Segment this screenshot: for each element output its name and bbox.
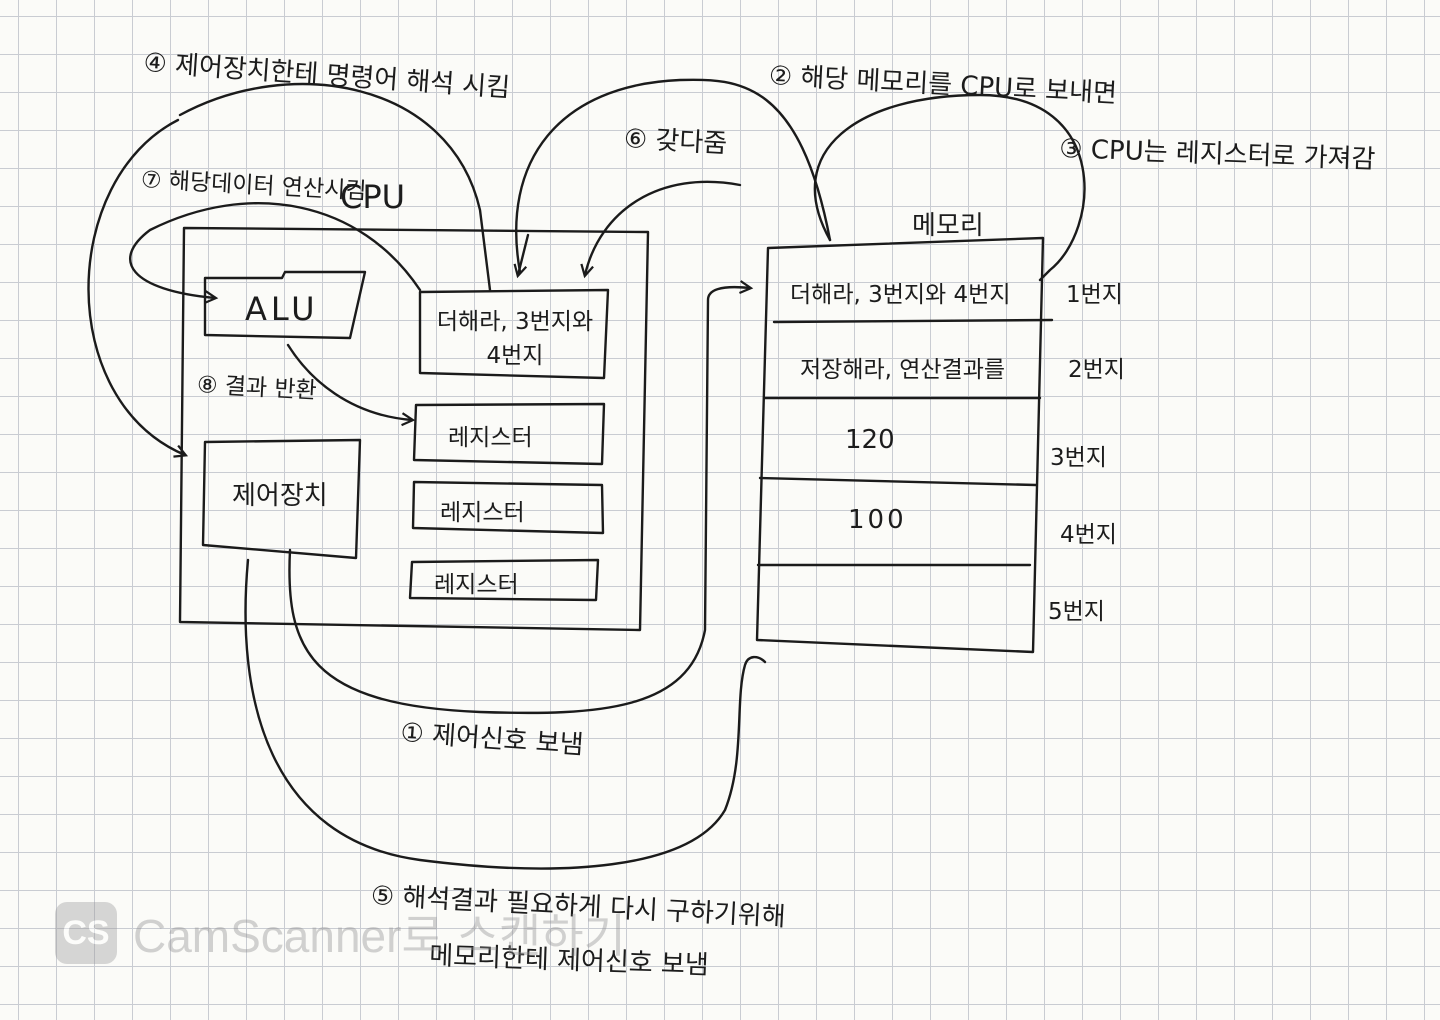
register-1-label: 더해라, 3번지와 4번지: [436, 309, 594, 369]
register-box-1: [418, 288, 610, 380]
arrow-step7: [129, 202, 422, 305]
arrow-step1: [288, 280, 754, 715]
memory-box: [755, 236, 1045, 654]
camscanner-watermark-text: CamScanner로 스캔하기: [133, 910, 626, 962]
register-3-label: 레지스터: [440, 500, 525, 526]
arrow-step2-head: [515, 78, 832, 274]
control-unit-label: 제어장치: [232, 481, 328, 511]
camscanner-logo-icon: CS: [55, 902, 117, 964]
memory-address-1: 1번지: [1066, 282, 1123, 308]
alu-label: ALU: [245, 290, 319, 328]
step8-annotation: ⑧ 결과 반환: [196, 371, 318, 405]
cpu-title: CPU: [340, 178, 406, 216]
register-4-label: 레지스터: [434, 572, 519, 598]
memory-cell-1-content: 더해라, 3번지와 4번지: [790, 282, 1011, 308]
memory-cell-2-content: 저장해라, 연산결과를: [800, 357, 1006, 383]
register-box-3: [411, 480, 605, 535]
memory-divider-1: [772, 318, 1054, 324]
register-box-2: [412, 402, 606, 466]
arrow-step5: [244, 558, 767, 870]
cpu-box: [178, 226, 650, 632]
arrow-step8: [286, 343, 416, 427]
memory-address-5: 5번지: [1048, 599, 1105, 625]
memory-address-3: 3번지: [1050, 445, 1107, 471]
memory-divider-3: [758, 476, 1038, 487]
alu-box: [203, 270, 367, 340]
arrow-step4-to-control: [87, 118, 189, 458]
memory-address-2: 2번지: [1068, 357, 1125, 383]
memory-address-4: 4번지: [1060, 522, 1117, 548]
register-box-4: [408, 558, 600, 602]
memory-cell-3-content: 120: [845, 425, 895, 455]
register-2-label: 레지스터: [448, 425, 533, 451]
step6-annotation: ⑥ 갖다줌: [623, 123, 728, 160]
arrow-step6: [580, 180, 742, 279]
memory-cell-4-content: 100: [848, 505, 907, 535]
arrow-step2-into-cpu: [513, 233, 530, 279]
arrow-step2: [813, 93, 1086, 282]
memory-title: 메모리: [912, 211, 984, 241]
camscanner-watermark: CS CamScanner로 스캔하기: [55, 900, 626, 966]
control-unit-box: [201, 438, 362, 560]
arrow-step4: [178, 82, 492, 292]
